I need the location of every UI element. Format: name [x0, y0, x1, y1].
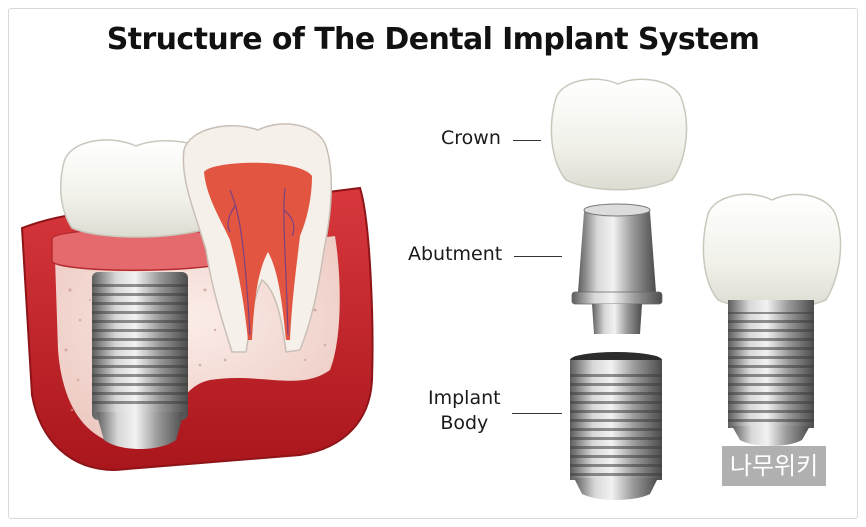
abutment-part [571, 203, 663, 334]
implant-body-part [570, 352, 662, 500]
watermark: 나무위키 [722, 446, 826, 486]
jaw-cross-section [20, 123, 374, 472]
abutment-pointer [514, 256, 562, 257]
crown-pointer [513, 140, 541, 141]
implant-body-label: Implant Body [428, 386, 501, 436]
implant-label-line2: Body [440, 412, 489, 434]
assembled-implant [702, 193, 842, 446]
figure-title: Structure of The Dental Implant System [106, 22, 760, 57]
exploded-components [550, 78, 688, 500]
abutment-label: Abutment [408, 243, 503, 265]
crown-part [550, 78, 688, 191]
implant-label-line1: Implant [428, 387, 501, 409]
crown-label: Crown [441, 127, 501, 149]
implant-body-pointer [512, 413, 562, 414]
